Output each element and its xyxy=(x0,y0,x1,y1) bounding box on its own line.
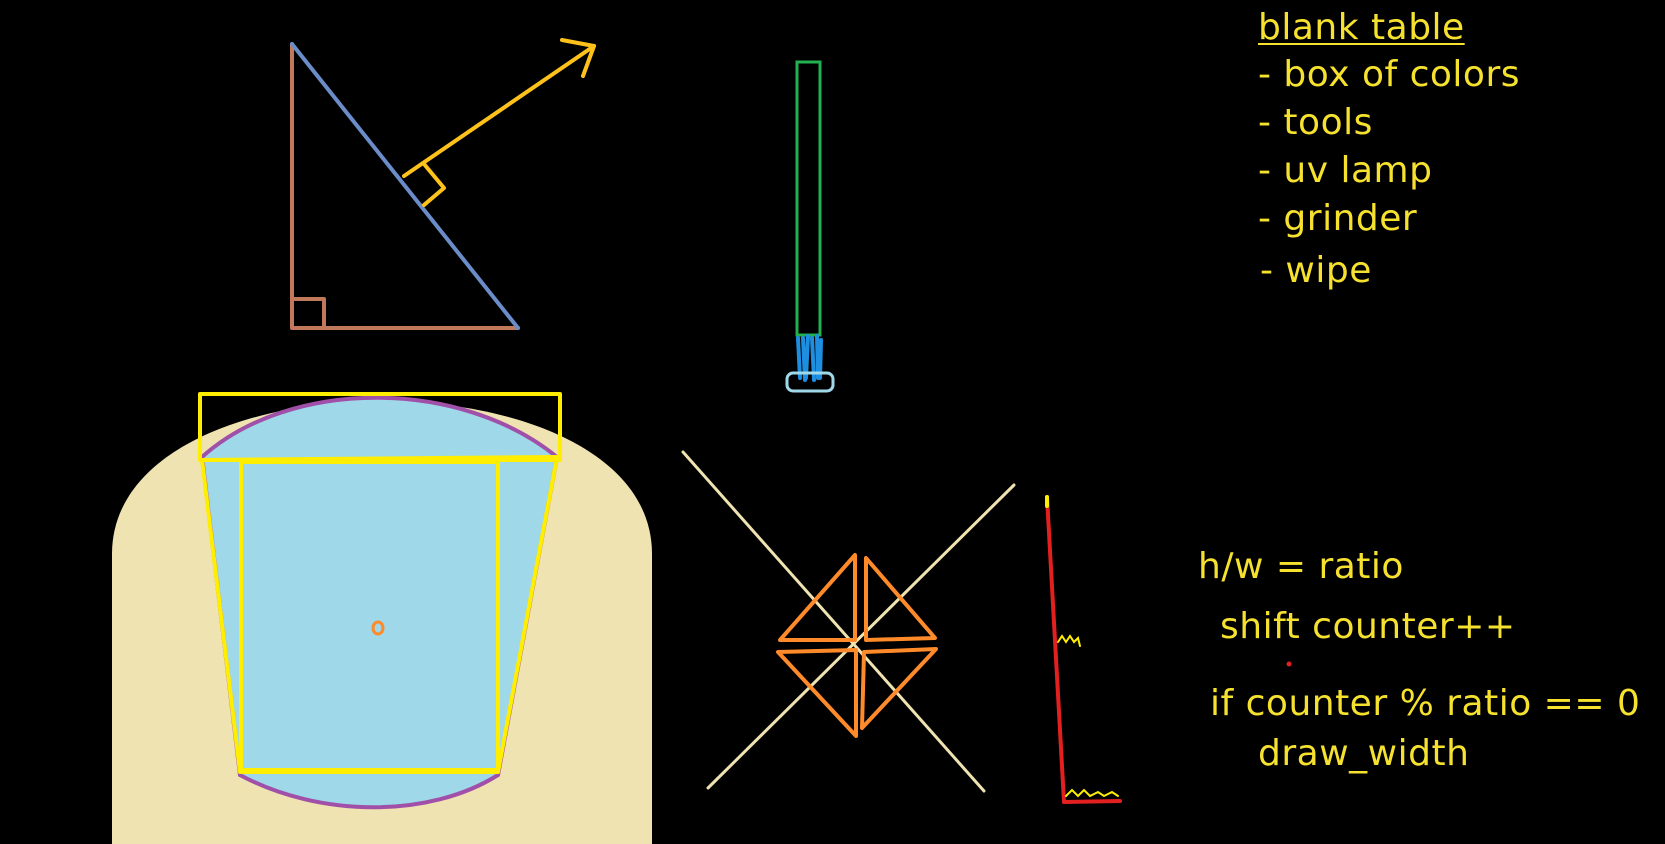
triangle-right-angle-marker xyxy=(290,297,326,330)
checklist-item-grinder: - grinder xyxy=(1258,198,1418,239)
axis-vertical xyxy=(1045,495,1066,804)
checklist-item-tools: - tools xyxy=(1258,102,1373,143)
right-triangle-sketch xyxy=(290,38,596,330)
cup-body-fill xyxy=(202,397,557,808)
formula-if-condition: if counter % ratio == 0 xyxy=(1210,683,1641,724)
axis-horizontal-scribble xyxy=(1065,788,1119,798)
triangle-upper-right xyxy=(864,556,937,642)
checklist-item-box-of-colors: - box of colors xyxy=(1258,54,1520,95)
checklist-item-wipe: - wipe xyxy=(1260,250,1372,291)
normal-arrow-head xyxy=(560,38,596,78)
brush-tip xyxy=(785,371,835,393)
cup-bottom-ellipse xyxy=(238,773,500,810)
x-triangles-sketch xyxy=(681,450,1016,793)
normal-right-angle-marker xyxy=(422,162,446,207)
normal-arrow-shaft xyxy=(402,44,596,178)
triangle-legs xyxy=(290,42,520,330)
cup-inner-rectangle xyxy=(239,460,500,772)
checklist-item-uv-lamp: - uv lamp xyxy=(1258,150,1433,191)
cup-center-dot xyxy=(371,620,385,636)
cup-top-ellipse xyxy=(200,395,559,459)
brush-sketch xyxy=(785,60,835,393)
diagonal-line-1 xyxy=(681,450,986,793)
triangle-lower-right xyxy=(860,647,938,730)
brush-handle xyxy=(795,60,822,337)
axis-sketch xyxy=(1045,495,1292,804)
triangle-lower-left xyxy=(776,648,858,738)
red-dot xyxy=(1286,661,1292,667)
triangle-hypotenuse xyxy=(290,42,520,330)
brush-bristles xyxy=(796,334,823,382)
checklist-title: blank table xyxy=(1258,7,1465,48)
triangle-upper-left xyxy=(778,553,857,642)
cup-sketch xyxy=(112,392,652,844)
formula-draw-width: draw_width xyxy=(1258,733,1470,774)
axis-horizontal xyxy=(1062,799,1122,804)
axis-vertical-scribble xyxy=(1057,634,1081,647)
diagonal-line-2 xyxy=(706,483,1016,790)
formula-ratio: h/w = ratio xyxy=(1198,546,1404,587)
formula-shift-counter: shift counter++ xyxy=(1220,606,1516,647)
